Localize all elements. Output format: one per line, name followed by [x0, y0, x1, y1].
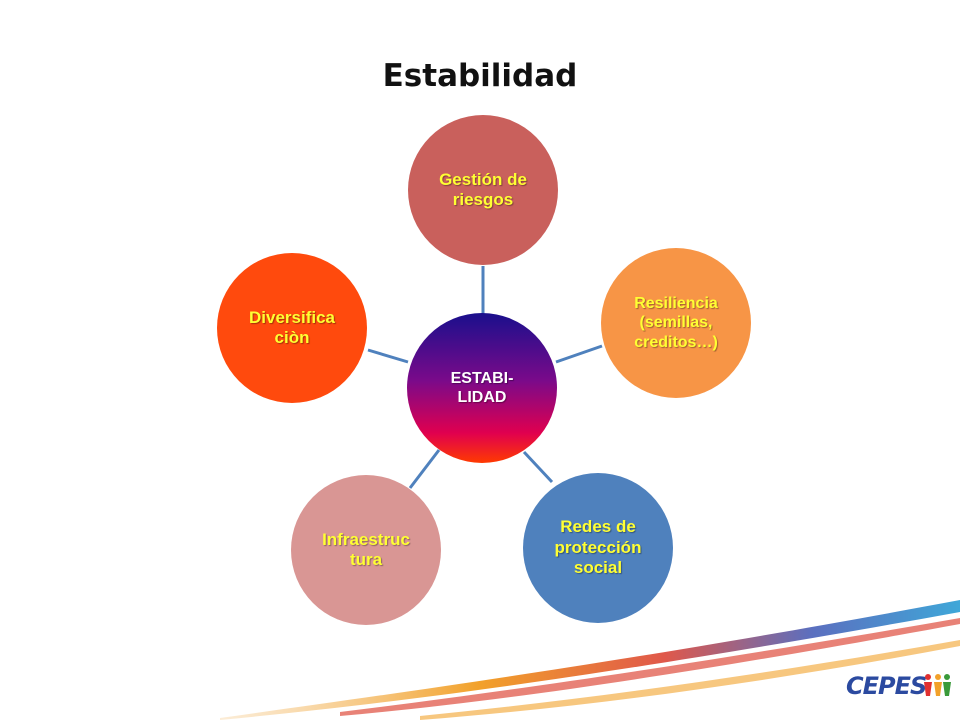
node-label-resiliencia: Resiliencia (semillas, creditos…) [634, 295, 718, 351]
connector-line [555, 344, 603, 364]
node-circle-infraestructura [291, 475, 441, 625]
center-label: ESTABI- LIDAD [450, 369, 514, 406]
node-label-gestion-de-riesgos: Gestión de riesgos [439, 169, 527, 209]
node-circle-resiliencia [601, 248, 751, 398]
connector-line [522, 450, 554, 484]
slide-title: Estabilidad [382, 58, 578, 94]
connector-line [367, 348, 409, 364]
node-circle-gestion-de-riesgos [408, 115, 558, 265]
cepes-logo: CEPES [846, 672, 951, 700]
node-label-infraestructura: Infraestruc tura [322, 529, 410, 569]
decorative-swoosh [220, 600, 960, 720]
decorative-swoosh [340, 618, 960, 716]
logo-figures-icon [924, 674, 951, 696]
node-circle-redes-de-proteccion-social [523, 473, 673, 623]
center-circle [407, 313, 557, 463]
node-circle-diversificacion [217, 253, 367, 403]
connector-line [408, 449, 441, 489]
node-label-diversificacion: Diversifica ciòn [249, 307, 335, 347]
logo-text: CEPES [846, 672, 927, 700]
node-label-redes-de-proteccion-social: Redes de protección social [554, 517, 642, 578]
decorative-swoosh [420, 640, 960, 720]
